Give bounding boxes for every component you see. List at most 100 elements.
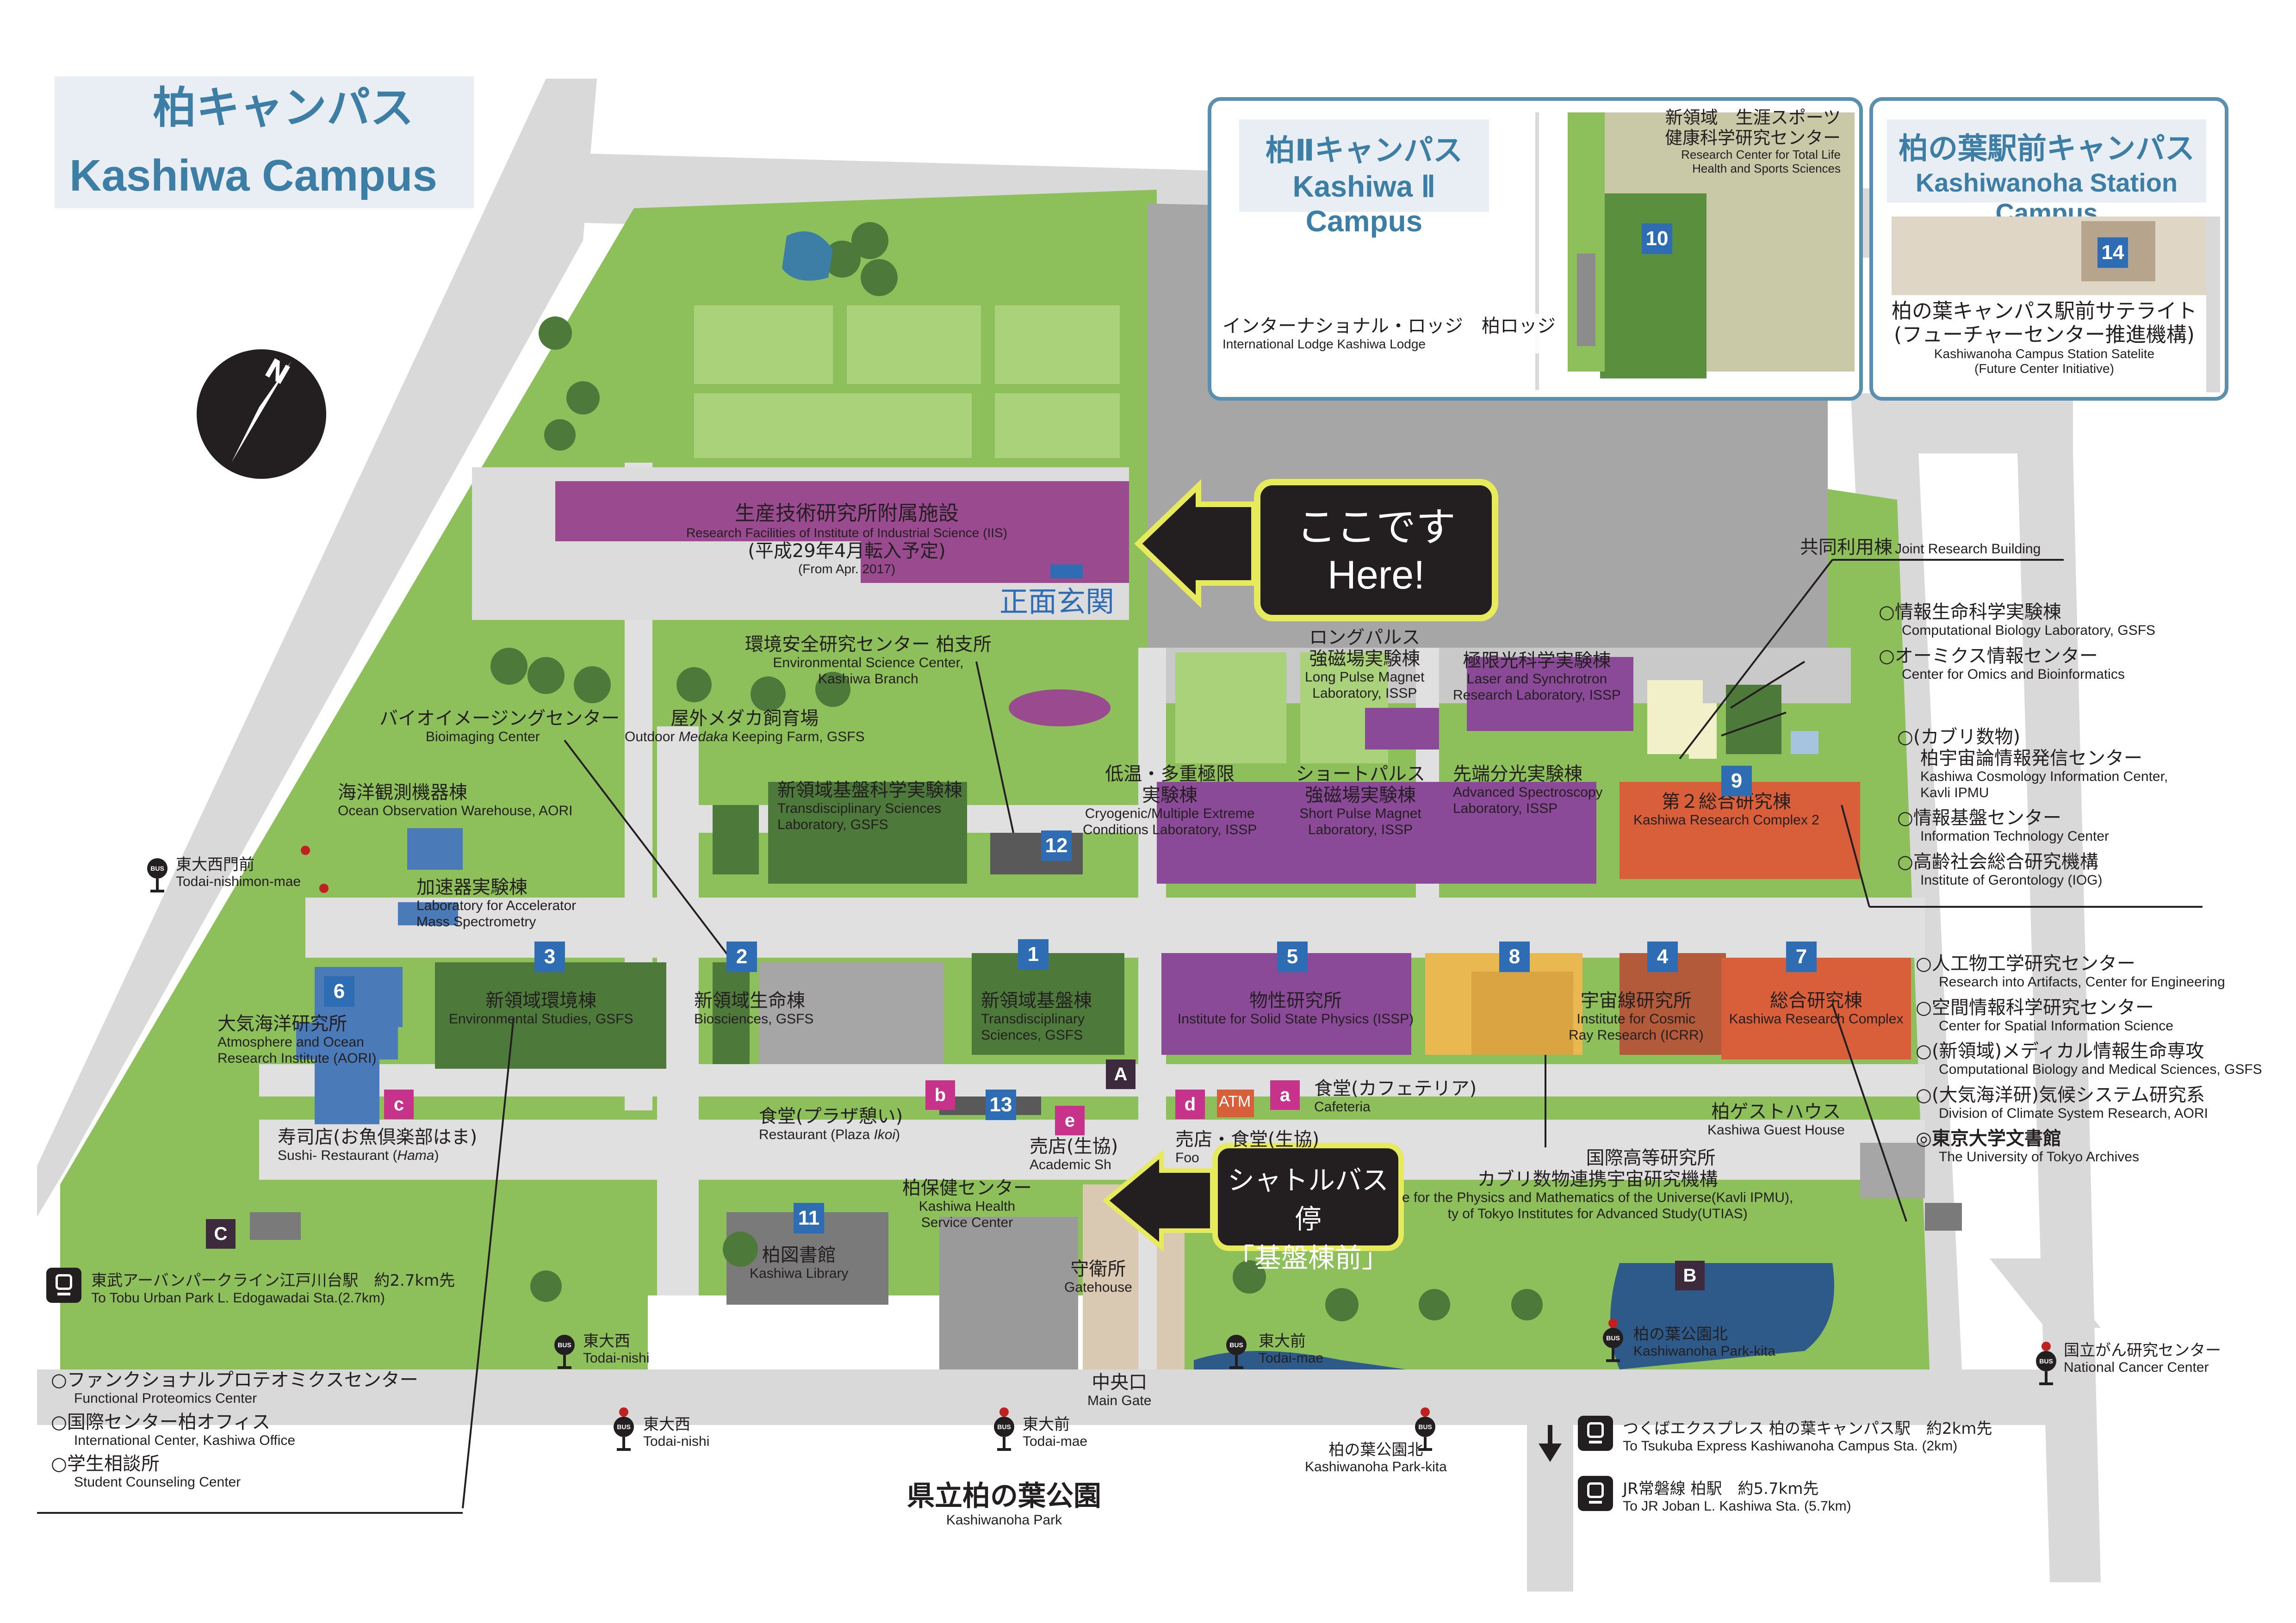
label-iis-jp2: (平成29年4月転入予定): [748, 540, 946, 562]
label-env-en2: Kashiwa Branch: [818, 671, 918, 687]
right-list-item[interactable]: ○(カブリ数物) 柏宇宙論情報発信センター Kashiwa Cosmology …: [1897, 726, 2168, 801]
label-iis[interactable]: 生産技術研究所附属施設 Research Facilities of Insti…: [592, 502, 1101, 576]
left-list-item[interactable]: ○国際センター柏オフィス International Center, Kashi…: [51, 1412, 418, 1449]
left-list-item[interactable]: ○ファンクショナルプロテオミクスセンター Functional Proteomi…: [51, 1369, 418, 1407]
label-ipmu[interactable]: 国際高等研究所 カブリ数物連携宇宙研究機構 e for the Physics …: [1402, 1147, 1793, 1222]
right-list-item[interactable]: ○空間情報科学研究センター Center for Spatial Informa…: [1916, 997, 2262, 1035]
label-shortpulse-en2: Laboratory, ISSP: [1308, 822, 1413, 837]
bus-stop-mae-out-icon[interactable]: BUS: [994, 1417, 1014, 1451]
bus-stop-nishi-out-icon[interactable]: BUS: [614, 1417, 634, 1451]
label-guest-house[interactable]: 柏ゲストハウス Kashiwa Guest House: [1707, 1101, 1845, 1139]
marker-d[interactable]: d: [1175, 1090, 1205, 1119]
label-biosciences[interactable]: 新領域生命棟 Biosciences, GSFS: [694, 990, 813, 1028]
label-sushi[interactable]: 寿司店(お魚倶楽部はま) Sushi- Restaurant (Hama): [278, 1127, 477, 1164]
marker-13[interactable]: 13: [986, 1090, 1016, 1120]
marker-B[interactable]: B: [1675, 1261, 1705, 1290]
label-transdisc-lab[interactable]: 新領域基盤科学実験棟 Transdisciplinary Sciences La…: [777, 780, 962, 833]
bus-icon: BUS: [147, 858, 168, 879]
bus-stop-mae-in-icon[interactable]: BUS: [1226, 1335, 1247, 1369]
label-icrr[interactable]: 宇宙線研究所 Institute for Cosmic Ray Research…: [1569, 990, 1704, 1043]
marker-A[interactable]: A: [1106, 1059, 1136, 1089]
marker-2[interactable]: 2: [726, 942, 757, 972]
building-footprints: [250, 657, 1962, 1369]
label-ocean[interactable]: 海洋観測機器棟 Ocean Observation Warehouse, AOR…: [338, 782, 572, 819]
leader-lines: [37, 559, 2203, 1514]
marker-11[interactable]: 11: [794, 1203, 824, 1233]
label-kiban[interactable]: 新領域基盤棟 Transdisciplinary Sciences, GSFS: [981, 990, 1092, 1043]
research-center-jp2: 健康科学研究センター: [1664, 127, 1841, 148]
right-list-item[interactable]: ○情報生命科学実験棟 Computational Biology Laborat…: [1879, 601, 2155, 639]
left-list-item[interactable]: ○学生相談所 Student Counseling Center: [51, 1453, 418, 1491]
label-complex-2[interactable]: 第２総合研究棟 Kashiwa Research Complex 2: [1633, 791, 1819, 829]
right-list-item[interactable]: ○情報基盤センター Information Technology Center: [1897, 807, 2168, 845]
bus-stop-cancer-icon[interactable]: BUS: [2036, 1351, 2056, 1385]
label-short-pulse[interactable]: ショートパルス 強磁場実験棟 Short Pulse Magnet Labora…: [1296, 763, 1425, 838]
marker-a[interactable]: a: [1270, 1080, 1300, 1110]
right-list-item-jp: ○空間情報科学研究センター: [1916, 997, 2154, 1018]
right-list-item[interactable]: ○(新領域)メディカル情報生命専攻 Computational Biology …: [1916, 1041, 2262, 1078]
bus-kita-out-en: Kashiwanoha Park-kita: [1305, 1459, 1447, 1475]
label-gatehouse[interactable]: 守衛所 Gatehouse: [1064, 1258, 1132, 1296]
label-library[interactable]: 柏図書館 Kashiwa Library: [750, 1245, 848, 1282]
label-health-center[interactable]: 柏保健センター Kashiwa Health Service Center: [902, 1177, 1032, 1231]
marker-1[interactable]: 1: [1018, 939, 1049, 970]
label-shortpulse-en1: Short Pulse Magnet: [1299, 806, 1421, 821]
right-list-item[interactable]: ○高齢社会総合研究機構 Institute of Gerontology (IO…: [1897, 851, 2168, 889]
bus-stop-kita-out-icon[interactable]: BUS: [1415, 1417, 1435, 1451]
label-complex[interactable]: 総合研究棟 Kashiwa Research Complex: [1721, 990, 1911, 1028]
marker-b[interactable]: b: [925, 1080, 955, 1110]
transit-jr[interactable]: JR常磐線 柏駅 約5.7km先 To JR Joban L. Kashiwa …: [1578, 1476, 1851, 1514]
marker-6[interactable]: 6: [324, 976, 354, 1007]
label-ipmu-jp2: カブリ数物連携宇宙研究機構: [1477, 1169, 1718, 1190]
label-long-pulse[interactable]: ロングパルス 強磁場実験棟 Long Pulse Magnet Laborato…: [1305, 627, 1425, 701]
right-list-item[interactable]: ○(大気海洋研)気候システム研究系 Division of Climate Sy…: [1916, 1084, 2262, 1122]
right-list-item[interactable]: ○オーミクス情報センター Center for Omics and Bioinf…: [1879, 645, 2155, 683]
label-bioimaging[interactable]: バイオイメージングセンター Bioimaging Center: [379, 708, 620, 745]
label-medaka[interactable]: 屋外メダカ飼育場 Outdoor Medaka Keeping Farm, GS…: [625, 708, 865, 745]
label-aori[interactable]: 大気海洋研究所 Atmosphere and Ocean Research In…: [217, 1013, 376, 1066]
marker-5[interactable]: 5: [1277, 942, 1308, 972]
label-main-gate[interactable]: 中央口 Main Gate: [1087, 1372, 1151, 1409]
bus-stop-mae-out-label: 東大前 Todai-mae: [1023, 1415, 1087, 1450]
right-list-item[interactable]: ○人工物工学研究センター Research into Artifacts, Ce…: [1916, 953, 2262, 991]
marker-10[interactable]: 10: [1642, 223, 1672, 254]
marker-12[interactable]: 12: [1041, 830, 1072, 861]
marker-C[interactable]: C: [206, 1219, 236, 1249]
marker-8[interactable]: 8: [1499, 942, 1530, 972]
bus-stop-nishi-in-icon[interactable]: BUS: [554, 1335, 575, 1369]
label-ocean-en: Ocean Observation Warehouse, AORI: [338, 803, 573, 818]
right-list-item-jp: ◎東京大学文書館: [1916, 1128, 2061, 1149]
left-list-item-jp: ○学生相談所: [51, 1453, 160, 1474]
bus-nishi-in-en: Todai-nishi: [583, 1350, 650, 1366]
label-accelerator[interactable]: 加速器実験棟 Laboratory for Accelerator Mass S…: [416, 877, 576, 930]
marker-3[interactable]: 3: [534, 942, 565, 972]
label-cafeteria[interactable]: 食堂(カフェテリア) Cafeteria: [1314, 1078, 1477, 1115]
label-spectroscopy-en1: Advanced Spectroscopy: [1453, 785, 1603, 800]
label-shop[interactable]: 売店(生協) Academic Sh: [1030, 1136, 1118, 1173]
label-spectroscopy[interactable]: 先端分光実験棟 Advanced Spectroscopy Laboratory…: [1453, 763, 1603, 817]
transit-tobu[interactable]: 東武アーバンパークライン江戸川台駅 約2.7km先 To Tobu Urban …: [46, 1268, 455, 1306]
label-food-shop[interactable]: 売店・食堂(生協) Foo: [1175, 1129, 1319, 1166]
label-kashiwanoha-park[interactable]: 県立柏の葉公園 Kashiwanoha Park: [907, 1481, 1101, 1529]
bus-stop-kita-in-icon[interactable]: BUS: [1603, 1328, 1623, 1362]
marker-e[interactable]: e: [1055, 1106, 1085, 1135]
right-list-item[interactable]: ◎東京大学文書館 The University of Tokyo Archive…: [1916, 1128, 2262, 1165]
label-joint-research[interactable]: 共同利用棟 Joint Research Building: [1800, 537, 2041, 558]
label-env-science[interactable]: 環境安全研究センター 柏支所 Environmental Science Cen…: [745, 634, 992, 687]
label-laser[interactable]: 極限光科学実験棟 Laser and Synchrotron Research …: [1453, 650, 1621, 703]
marker-c[interactable]: c: [384, 1090, 414, 1119]
label-cryogenic[interactable]: 低温・多重極限 実験棟 Cryogenic/Multiple Extreme C…: [1083, 763, 1257, 838]
marker-14[interactable]: 14: [2097, 237, 2128, 268]
transit-tx[interactable]: つくばエクスプレス 柏の葉キャンパス駅 約2km先 To Tsukuba Exp…: [1578, 1416, 1992, 1454]
bus-stop-nishimon-icon[interactable]: BUS: [147, 858, 168, 892]
label-transdisc-en2: Laboratory, GSFS: [777, 817, 888, 832]
label-issp[interactable]: 物性研究所 Institute for Solid State Physics …: [1166, 990, 1425, 1028]
marker-9[interactable]: 9: [1721, 766, 1752, 796]
label-restaurant[interactable]: 食堂(プラザ憩い) Restaurant (Plaza Ikoi): [759, 1106, 903, 1143]
label-cafeteria-jp: 食堂(カフェテリア): [1314, 1078, 1477, 1099]
label-park-en: Kashiwanoha Park: [946, 1512, 1062, 1528]
bus-cancer-en: National Cancer Center: [2064, 1360, 2209, 1375]
label-env-studies[interactable]: 新領域環境棟 Environmental Studies, GSFS: [449, 990, 633, 1028]
marker-4[interactable]: 4: [1647, 942, 1678, 972]
marker-7[interactable]: 7: [1786, 942, 1817, 972]
